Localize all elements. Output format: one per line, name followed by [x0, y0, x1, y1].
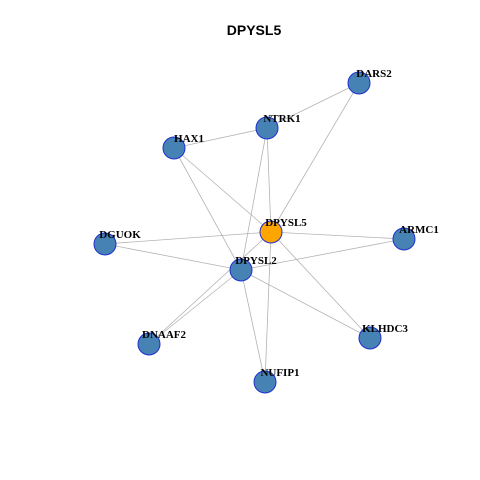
- edge-dpysl5-dguok: [104, 231, 272, 245]
- edge-dpysl5-klhdc3: [270, 231, 371, 339]
- edge-dpysl2-dguok: [104, 243, 242, 271]
- node-dpysl5: [259, 220, 283, 244]
- edge-dpysl5-armc1: [270, 231, 405, 240]
- node-dguok: [93, 232, 117, 256]
- edge-ntrk1-hax1: [173, 127, 268, 149]
- node-ntrk1: [255, 116, 279, 140]
- edge-dpysl5-ntrk1: [266, 127, 272, 233]
- node-label-dpysl5: DPYSL5: [265, 217, 307, 229]
- node-label-armc1: ARMC1: [399, 224, 439, 236]
- node-dpysl2: [229, 258, 253, 282]
- edge-dpysl2-dnaaf2: [148, 269, 242, 345]
- node-label-nufip1: NUFIP1: [260, 367, 299, 379]
- diagram-title: DPYSL5: [227, 22, 282, 38]
- node-hax1: [162, 136, 186, 160]
- edge-hax1-dpysl5: [173, 147, 272, 233]
- edge-dpysl2-hax1: [173, 147, 242, 271]
- edge-dpysl5-dars2: [270, 82, 360, 233]
- node-dars2: [347, 71, 371, 95]
- node-label-ntrk1: NTRK1: [263, 113, 300, 125]
- node-label-dpysl2: DPYSL2: [235, 255, 277, 267]
- edge-dpysl2-nufip1: [240, 269, 266, 383]
- node-armc1: [392, 227, 416, 251]
- edge-dpysl2-ntrk1: [240, 127, 268, 271]
- node-label-dnaaf2: DNAAF2: [142, 329, 186, 341]
- node-label-klhdc3: KLHDC3: [362, 323, 408, 335]
- node-label-dguok: DGUOK: [99, 229, 141, 241]
- edge-dpysl2-klhdc3: [240, 269, 371, 339]
- node-layer: [93, 71, 416, 394]
- node-nufip1: [253, 370, 277, 394]
- edge-layer: [104, 82, 405, 383]
- edge-ntrk1-dars2: [266, 82, 360, 129]
- node-label-hax1: HAX1: [174, 133, 204, 145]
- edge-dpysl5-dnaaf2: [148, 231, 272, 345]
- node-klhdc3: [358, 326, 382, 350]
- edge-dpysl5-nufip1: [264, 231, 272, 383]
- node-label-dars2: DARS2: [356, 68, 392, 80]
- edge-dpysl2-armc1: [240, 238, 405, 271]
- node-dnaaf2: [137, 332, 161, 356]
